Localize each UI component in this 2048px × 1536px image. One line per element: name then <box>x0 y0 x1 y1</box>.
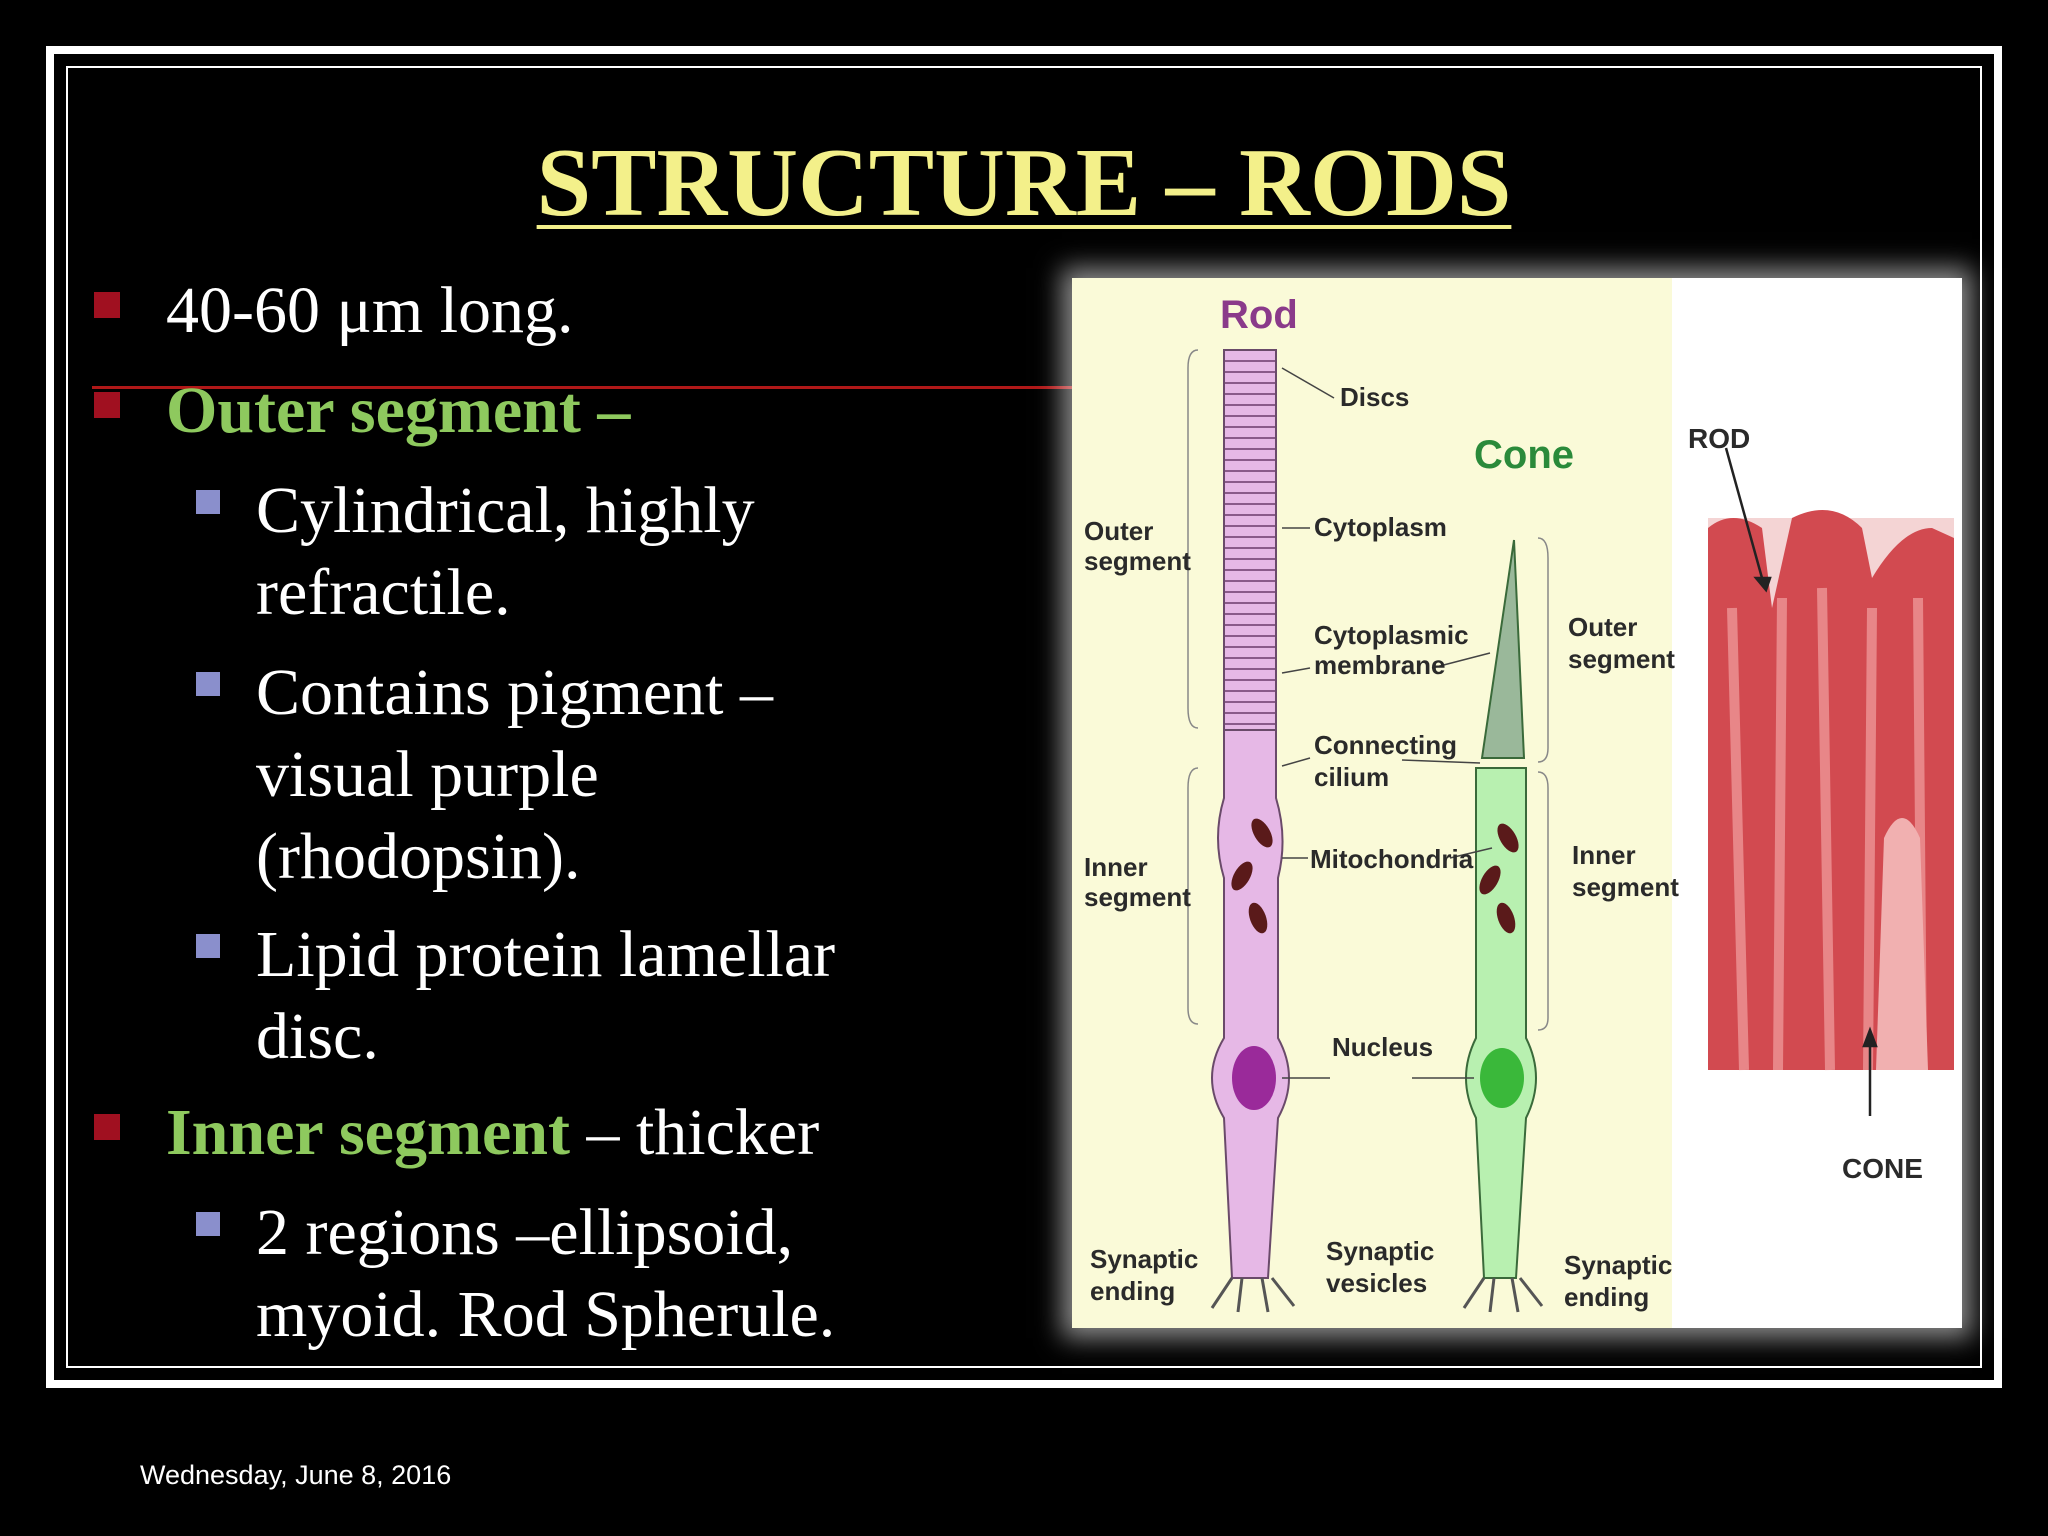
label-micro-rod: ROD <box>1688 423 1750 454</box>
bullet-marker <box>94 292 120 318</box>
label-cytoplasmic: Cytoplasmic <box>1314 620 1469 650</box>
label-left-outer: Outer <box>1084 516 1153 546</box>
sub-bullet-text: (rhodopsin). <box>256 820 581 893</box>
bullet-marker <box>94 1114 120 1140</box>
rod-nucleus <box>1232 1046 1276 1110</box>
electron-micrograph <box>1708 510 1954 1071</box>
sub-bullet-text: Lipid protein lamellar <box>256 918 836 991</box>
label-synaptic: Synaptic <box>1326 1236 1434 1266</box>
cone-nucleus <box>1480 1048 1524 1108</box>
slide-outer-border <box>46 46 2002 1388</box>
cone-title: Cone <box>1474 433 1574 477</box>
bullet-marker <box>94 392 120 418</box>
rod-title: Rod <box>1220 293 1298 337</box>
sub-bullet-text: 2 regions –ellipsoid, <box>256 1196 794 1269</box>
rod-mitochondrion <box>1248 902 1268 934</box>
label-right-outer: Outer <box>1568 612 1637 642</box>
label-left-outer-segment: segment <box>1084 546 1191 576</box>
cone-mitochondrion <box>1479 865 1501 895</box>
label-left-inner: Inner <box>1084 852 1148 882</box>
label-discs: Discs <box>1340 382 1409 412</box>
rod-cell <box>1210 349 1296 1313</box>
cone-mitochondrion <box>1497 823 1519 853</box>
sub-bullet-text: Contains pigment – <box>256 656 773 729</box>
label-nucleus: Nucleus <box>1332 1032 1433 1062</box>
label-right-outer-segment: segment <box>1568 644 1675 674</box>
label-right-ending: ending <box>1564 1282 1649 1312</box>
label-left-inner-segment: segment <box>1084 882 1191 912</box>
label-left-synaptic: Synaptic <box>1090 1244 1198 1274</box>
label-cytoplasm: Cytoplasm <box>1314 512 1447 542</box>
label-membrane: membrane <box>1314 650 1446 680</box>
label-right-inner: Inner <box>1572 840 1636 870</box>
label-mitochondria: Mitochondria <box>1310 844 1474 874</box>
inner-segment-rest: – thicker <box>569 1096 820 1169</box>
slide-date: Wednesday, June 8, 2016 <box>140 1460 452 1490</box>
sub-bullet-text: disc. <box>256 1000 379 1073</box>
decorative-red-rule <box>92 386 1082 389</box>
sub-bullet-text: visual purple <box>256 738 599 811</box>
rod-cone-illustration: Rod Cone <box>1072 278 1954 1328</box>
label-connecting: Connecting <box>1314 730 1457 760</box>
rod-inner-segment <box>1211 729 1290 1279</box>
sub-bullet-marker <box>196 672 220 696</box>
rod-mitochondrion <box>1231 861 1253 891</box>
inner-segment-label: Inner segment <box>166 1096 570 1169</box>
slide-title: STRUCTURE – RODS <box>536 129 1512 237</box>
label-vesicles: vesicles <box>1326 1268 1427 1298</box>
sub-bullet-text: Cylindrical, highly <box>256 474 755 547</box>
bullet-length: 40-60 μm long. <box>166 274 574 347</box>
sub-bullet-marker <box>196 490 220 514</box>
slide-inner-border <box>66 66 1982 1368</box>
micrograph-arrows <box>1724 447 1878 1116</box>
rod-cone-diagram: Rod Cone <box>1072 278 1962 1328</box>
sub-bullet-text: refractile. <box>256 556 511 629</box>
label-cilium: cilium <box>1314 762 1389 792</box>
cone-synaptic-ending <box>1462 1277 1544 1313</box>
cone-inner-segment <box>1465 767 1537 1279</box>
sub-bullet-marker <box>196 1212 220 1236</box>
bullet-outer-heading: Outer segment – <box>166 374 631 447</box>
bullet-inner-heading: Inner segment – thicker <box>166 1092 819 1174</box>
rod-synaptic-ending <box>1210 1277 1296 1313</box>
segment-brackets <box>1187 349 1549 1031</box>
label-right-synaptic: Synaptic <box>1564 1250 1672 1280</box>
cone-mitochondrion <box>1496 902 1516 934</box>
sub-bullet-text: myoid. Rod Spherule. <box>256 1278 836 1351</box>
rod-mitochondrion <box>1251 818 1273 848</box>
label-left-ending: ending <box>1090 1276 1175 1306</box>
cone-cell <box>1462 539 1544 1313</box>
leader-lines <box>1281 367 1493 1079</box>
diagram-background <box>1072 278 1672 1328</box>
sub-bullet-marker <box>196 934 220 958</box>
rod-outer-segment <box>1223 349 1277 731</box>
label-micro-cone: CONE <box>1842 1153 1923 1184</box>
label-right-inner-segment: segment <box>1572 872 1679 902</box>
cone-outer-segment <box>1480 539 1526 759</box>
